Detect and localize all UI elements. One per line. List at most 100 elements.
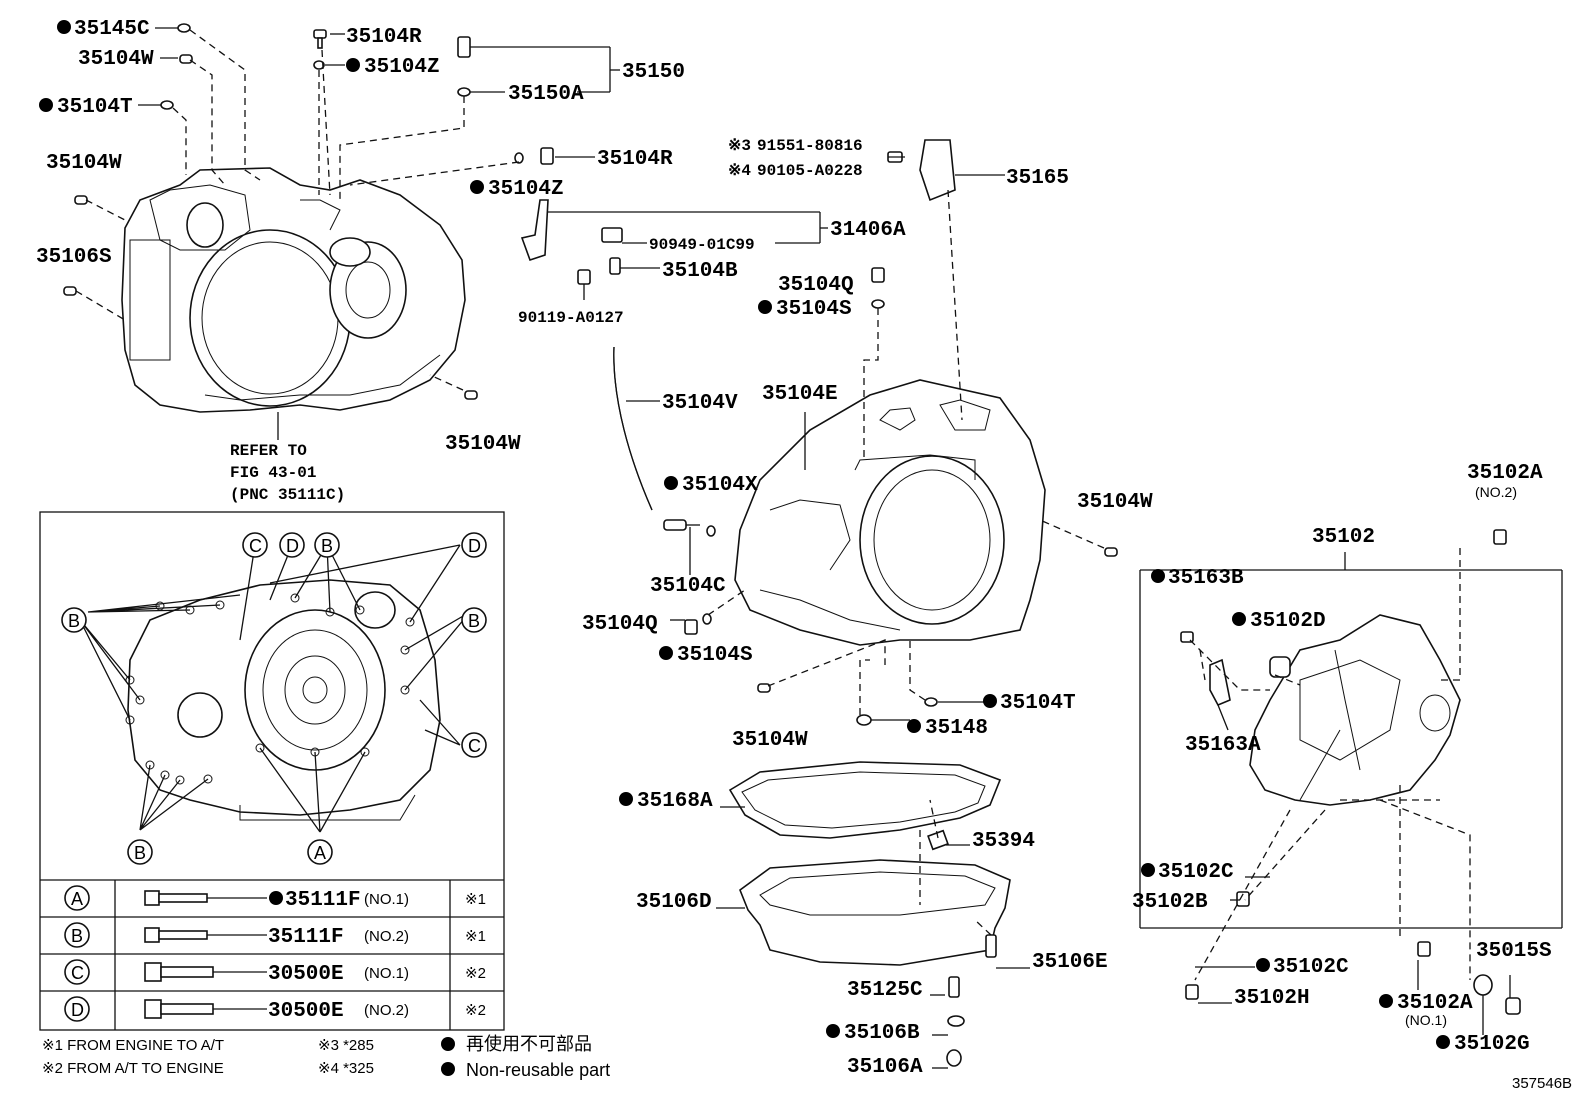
callout-35104w-top[interactable]: 35104W: [78, 48, 154, 71]
callout-31406a[interactable]: 31406A: [830, 219, 906, 242]
callout-35104s-bottom[interactable]: 35104S: [659, 644, 753, 667]
callout-35148[interactable]: 35148: [907, 717, 988, 740]
legend-note-3: ※3 *285: [318, 1037, 374, 1054]
svg-text:C: C: [468, 736, 481, 756]
callout-35106a[interactable]: 35106A: [847, 1056, 923, 1079]
svg-text:※2: ※2: [465, 965, 486, 982]
legend-note-1: ※1 FROM ENGINE TO A/T: [42, 1037, 224, 1054]
svg-text:※1: ※1: [465, 891, 486, 908]
legend: ※1 FROM ENGINE TO A/T ※2 FROM A/T TO ENG…: [42, 1034, 610, 1080]
callout-35106e[interactable]: 35106E: [1032, 951, 1108, 974]
callout-35104e[interactable]: 35104E: [762, 383, 838, 406]
bolt-inset: C D B D B B C B A A 35111F (NO.1) ※1 B 3…: [39, 511, 505, 1031]
callout-35163a[interactable]: 35163A: [1185, 734, 1261, 757]
bolt-row-d[interactable]: D 30500E (NO.2) ※2: [64, 996, 486, 1023]
svg-text:B: B: [71, 926, 83, 946]
svg-text:(NO.2): (NO.2): [364, 928, 409, 945]
inset-letter-c-right: C: [461, 732, 487, 758]
legend-jp: 再使用不可部品: [466, 1034, 592, 1054]
legend-en: Non-reusable part: [466, 1060, 610, 1080]
inset-letter-b-bottom: B: [127, 839, 153, 865]
svg-text:35111F: 35111F: [285, 889, 361, 912]
tag-no1: (NO.1): [1405, 1012, 1447, 1028]
callout-35163b[interactable]: 35163B: [1151, 567, 1244, 590]
svg-text:※2: ※2: [465, 1002, 486, 1019]
svg-text:D: D: [468, 536, 481, 556]
callout-35150[interactable]: 35150: [622, 61, 685, 84]
bolt-row-a[interactable]: A 35111F (NO.1) ※1: [64, 885, 486, 912]
callout-35102a-top[interactable]: 35102A: [1467, 462, 1543, 485]
callout-35104b[interactable]: 35104B: [662, 260, 738, 283]
bolt-row-b[interactable]: B 35111F (NO.2) ※1: [64, 922, 486, 949]
callout-35102d[interactable]: 35102D: [1232, 610, 1326, 633]
callout-35165[interactable]: 35165: [1006, 167, 1069, 190]
callout-35106b[interactable]: 35106B: [826, 1022, 920, 1045]
svg-text:30500E: 30500E: [268, 963, 344, 986]
leader-lines: [138, 27, 1563, 1069]
callout-35104t-top[interactable]: 35104T: [39, 96, 133, 119]
callout-35104t-bottom[interactable]: 35104T: [983, 692, 1076, 715]
inset-letter-b-left: B: [61, 607, 87, 633]
svg-text:A: A: [314, 843, 326, 863]
callout-35104w-right[interactable]: 35104W: [1077, 491, 1153, 514]
callout-35104z-mid[interactable]: 35104Z: [470, 178, 564, 201]
callout-35015s[interactable]: 35015S: [1476, 940, 1552, 963]
callout-35104w-housing[interactable]: 35104W: [445, 433, 521, 456]
svg-text:35104S: 35104S: [776, 298, 852, 321]
callout-90949-01c99[interactable]: 90949-01C99: [649, 236, 755, 254]
callout-35104v[interactable]: 35104V: [662, 392, 738, 415]
footnote-parts: ※3 91551-80816 ※4 90105-A0228: [728, 137, 863, 180]
assembly-dashed-lines: [75, 29, 1471, 981]
svg-text:D: D: [286, 536, 299, 556]
non-reusable-dot-icon: [441, 1062, 455, 1076]
svg-text:35168A: 35168A: [637, 790, 713, 813]
callout-35104r-top[interactable]: 35104R: [346, 26, 422, 49]
svg-text:(NO.1): (NO.1): [364, 965, 409, 982]
bolt-row-c[interactable]: C 30500E (NO.1) ※2: [64, 959, 486, 986]
callout-35104x[interactable]: 35104X: [664, 474, 758, 497]
callout-35102c-top[interactable]: 35102C: [1141, 861, 1234, 884]
callout-labels: 35145C 35104W 35104T 35104W 35106S 35104…: [36, 18, 1552, 1079]
svg-text:35111F: 35111F: [268, 926, 344, 949]
svg-text:A: A: [71, 889, 83, 909]
inset-letter-d-right: D: [461, 532, 487, 558]
callout-35104q-bottom[interactable]: 35104Q: [582, 613, 658, 636]
callout-90119-a0127[interactable]: 90119-A0127: [518, 309, 624, 327]
svg-text:35106B: 35106B: [844, 1022, 920, 1045]
svg-text:35102D: 35102D: [1250, 610, 1326, 633]
callout-35104w-left[interactable]: 35104W: [46, 152, 122, 175]
svg-text:B: B: [321, 536, 333, 556]
callout-35106d[interactable]: 35106D: [636, 891, 712, 914]
callout-35102h[interactable]: 35102H: [1234, 987, 1310, 1010]
callout-35102c-bottom[interactable]: 35102C: [1256, 956, 1349, 979]
callout-35394[interactable]: 35394: [972, 830, 1035, 853]
svg-text:35163B: 35163B: [1168, 567, 1244, 590]
callout-35145c[interactable]: 35145C: [57, 18, 150, 41]
callout-35102g[interactable]: 35102G: [1436, 1033, 1530, 1056]
diagram-id: 357546B: [1512, 1075, 1572, 1092]
refer-note: REFER TO FIG 43-01 (PNC 35111C): [230, 412, 345, 504]
callout-35102b[interactable]: 35102B: [1132, 891, 1208, 914]
callout-35102a-bottom[interactable]: 35102A: [1379, 992, 1473, 1015]
callout-35106s[interactable]: 35106S: [36, 246, 112, 269]
callout-35168a[interactable]: 35168A: [619, 790, 713, 813]
callout-35102[interactable]: 35102: [1312, 526, 1375, 549]
svg-text:REFER TO: REFER TO: [230, 442, 307, 460]
callout-35104c[interactable]: 35104C: [650, 575, 726, 598]
callout-35104s-top[interactable]: 35104S: [758, 298, 852, 321]
callout-35125c[interactable]: 35125C: [847, 979, 923, 1002]
oil-pan-drawing: [728, 761, 1011, 966]
callout-35104w-bottom[interactable]: 35104W: [732, 729, 808, 752]
callout-35104z-top[interactable]: 35104Z: [346, 56, 440, 79]
callout-35104r-mid[interactable]: 35104R: [597, 148, 673, 171]
svg-text:(NO.2): (NO.2): [364, 1002, 409, 1019]
footnote-4-pn[interactable]: 90105-A0228: [757, 162, 863, 180]
svg-text:35102A: 35102A: [1397, 992, 1473, 1015]
svg-text:35145C: 35145C: [74, 18, 150, 41]
callout-35150a[interactable]: 35150A: [508, 83, 584, 106]
inset-letter-b-right: B: [461, 607, 487, 633]
svg-text:35102G: 35102G: [1454, 1033, 1530, 1056]
callout-35104q-top[interactable]: 35104Q: [778, 274, 854, 297]
footnote-3-pn[interactable]: 91551-80816: [757, 137, 863, 155]
